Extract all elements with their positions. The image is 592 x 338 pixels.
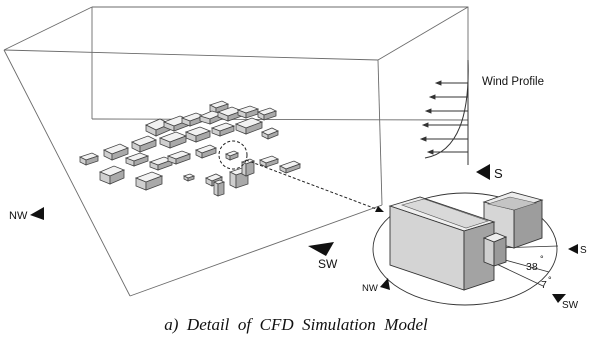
s-label: S bbox=[494, 166, 503, 181]
direction-marker-nw: NW bbox=[9, 207, 44, 222]
building bbox=[212, 179, 226, 197]
building bbox=[124, 152, 150, 167]
wind-profile-label: Wind Profile bbox=[482, 76, 544, 88]
building bbox=[258, 155, 280, 168]
left-arrow-icon bbox=[434, 80, 442, 86]
building bbox=[194, 144, 218, 159]
building bbox=[241, 158, 255, 177]
left-arrow-icon bbox=[426, 149, 434, 155]
building bbox=[158, 131, 188, 149]
building bbox=[182, 173, 196, 182]
figure-caption: a) Detail of CFD Simulation Model bbox=[164, 315, 428, 334]
triangle-arrow-icon bbox=[476, 164, 490, 180]
triangle-arrow-icon bbox=[568, 244, 578, 254]
building bbox=[131, 135, 157, 153]
building bbox=[103, 143, 129, 161]
highlight-circle bbox=[218, 140, 248, 170]
wind-arrows bbox=[419, 80, 468, 155]
triangle-arrow-icon bbox=[30, 207, 44, 220]
wind-profile: Wind Profile bbox=[419, 59, 544, 165]
sw-label: SW bbox=[318, 257, 338, 271]
s-detail-label: S bbox=[580, 245, 587, 256]
triangle-arrow-icon bbox=[308, 242, 334, 256]
triangle-arrow-icon bbox=[552, 294, 566, 303]
building bbox=[78, 152, 100, 166]
nw-label: NW bbox=[9, 210, 28, 222]
degree-symbol: ° bbox=[540, 254, 544, 264]
degree-symbol: ° bbox=[548, 275, 552, 285]
detail-building-middle bbox=[482, 232, 508, 267]
building bbox=[210, 122, 236, 137]
building bbox=[256, 107, 278, 121]
building-cluster bbox=[78, 100, 302, 197]
angle-7-label: 7 bbox=[541, 279, 547, 291]
building bbox=[261, 127, 279, 140]
left-arrow-icon bbox=[421, 122, 429, 128]
building bbox=[134, 171, 164, 191]
wind-profile-curve bbox=[424, 59, 469, 159]
leader-arrow bbox=[245, 159, 384, 212]
building bbox=[166, 150, 192, 165]
direction-marker-s: S bbox=[476, 164, 503, 181]
building bbox=[184, 126, 212, 143]
left-arrow-icon bbox=[424, 108, 432, 114]
left-arrow-icon bbox=[419, 136, 427, 142]
detail-view: 38 ° 7 ° S NW SW bbox=[362, 191, 587, 311]
arrow-head-icon bbox=[375, 206, 384, 212]
building bbox=[225, 150, 239, 161]
direction-marker-sw: SW bbox=[308, 242, 338, 271]
building bbox=[98, 165, 126, 185]
sw-detail-label: SW bbox=[562, 300, 579, 311]
building bbox=[236, 105, 260, 119]
building bbox=[148, 156, 174, 171]
angle-38-label: 38 bbox=[526, 261, 538, 273]
left-arrow-icon bbox=[428, 94, 436, 100]
nw-detail-label: NW bbox=[362, 283, 378, 294]
building bbox=[278, 160, 302, 174]
triangle-arrow-icon bbox=[380, 278, 390, 290]
building bbox=[234, 117, 264, 135]
